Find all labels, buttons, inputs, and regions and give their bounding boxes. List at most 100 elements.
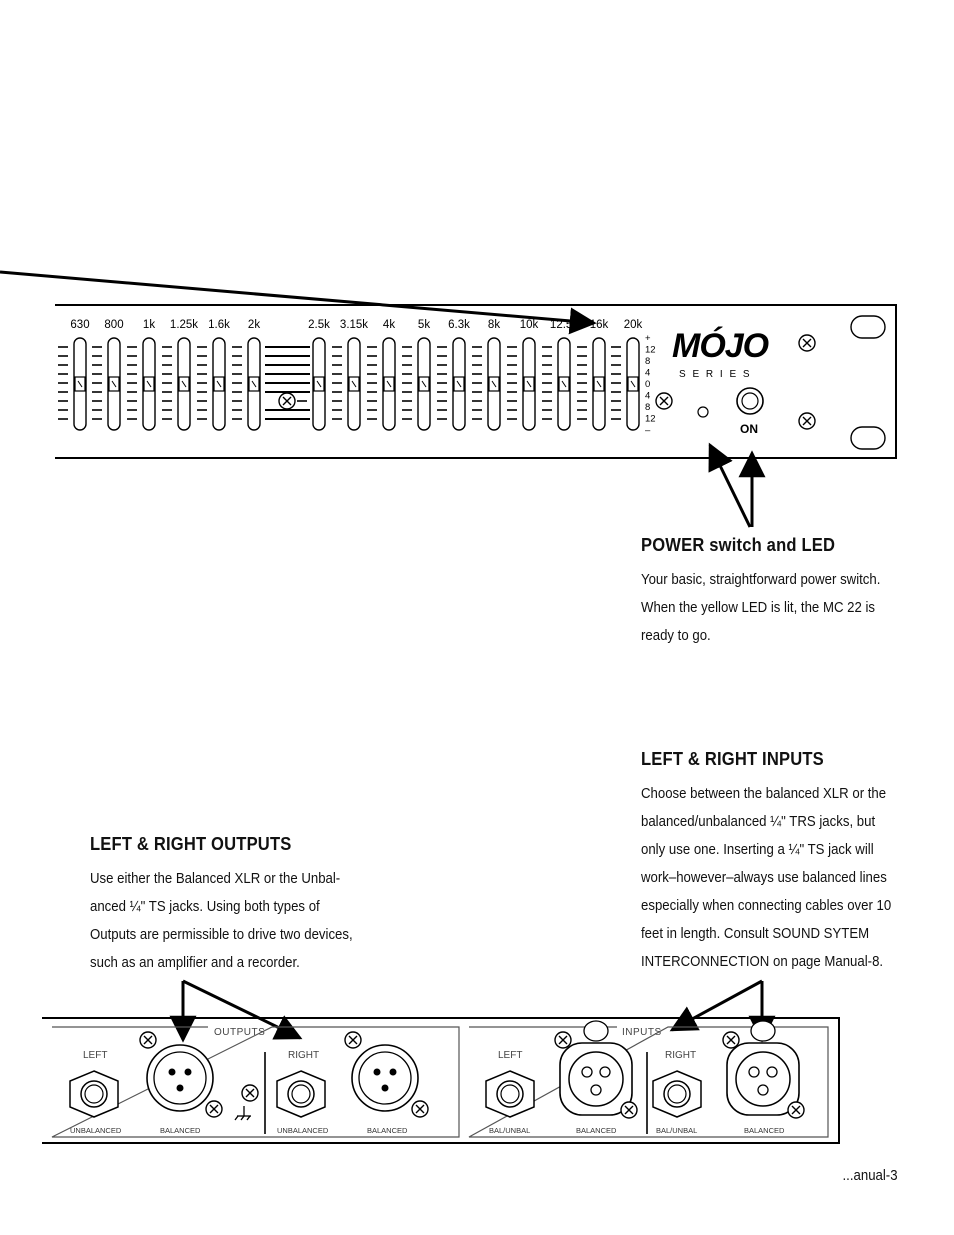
out-right-label: RIGHT: [288, 1050, 319, 1061]
outputs-line: Outputs are permissible to drive two dev…: [90, 926, 353, 943]
out-right-unbal-label: UNBALANCED: [277, 1126, 329, 1135]
xlr-in-left[interactable]: [559, 1020, 633, 1116]
power-title: POWER switch and LED: [641, 535, 836, 555]
inputs-line: balanced/unbalanced ¼" TRS jacks, but: [641, 813, 876, 830]
freq-label: 4k: [383, 319, 395, 331]
screw-icon: [620, 1101, 638, 1119]
xlr-out-right[interactable]: [351, 1044, 419, 1112]
inputs-title: LEFT & RIGHT INPUTS: [641, 749, 824, 769]
eq-slider[interactable]: [437, 337, 466, 431]
ground-screw-icon: [241, 1084, 259, 1102]
outputs-line: Use either the Balanced XLR or the Unbal…: [90, 870, 341, 887]
jack-in-left[interactable]: [485, 1070, 535, 1118]
screw-icon: [139, 1031, 157, 1049]
outputs-arrow-right: [182, 979, 303, 1040]
db-scale-label: 0: [645, 379, 650, 390]
eq-slider[interactable]: [577, 337, 606, 431]
screw-icon: [722, 1031, 740, 1049]
screw-icon: [798, 412, 816, 430]
freq-label: 1.25k: [170, 319, 198, 331]
eq-slider[interactable]: [402, 337, 431, 431]
outputs-body: Use either the Balanced XLR or the Unbal…: [90, 865, 353, 977]
ground-icon: [234, 1106, 251, 1121]
freq-label: 10k: [520, 319, 539, 331]
power-body: Your basic, straightforward power switch…: [641, 566, 880, 650]
eq-slider[interactable]: [92, 337, 121, 431]
eq-slider[interactable]: [332, 337, 361, 431]
outputs-line: such as an amplifier and a recorder.: [90, 954, 300, 971]
freq-label: 1k: [143, 319, 155, 331]
power-led: [697, 406, 709, 418]
in-left-bal-label: BALANCED: [576, 1126, 617, 1135]
screw-icon: [554, 1031, 572, 1049]
rack-ear-bottom: [850, 426, 886, 450]
inputs-line: only use one. Inserting a ¼" TS jack wil…: [641, 841, 874, 858]
jack-out-right[interactable]: [276, 1070, 326, 1118]
inputs-line: INTERCONNECTION on page Manual-8.: [641, 953, 884, 970]
out-left-unbal-label: UNBALANCED: [70, 1126, 122, 1135]
freq-label: 2k: [248, 319, 260, 331]
outputs-title: LEFT & RIGHT OUTPUTS: [90, 834, 292, 854]
in-right-balunbal-label: BAL/UNBAL: [656, 1126, 697, 1135]
freq-label: 5k: [418, 319, 430, 331]
inputs-line: feet in length. Consult SOUND SYTEM: [641, 925, 870, 942]
inputs-line: especially when connecting cables over 1…: [641, 897, 892, 914]
inputs-line: work–however–always use balanced lines: [641, 869, 887, 886]
screw-icon: [344, 1031, 362, 1049]
screw-icon: [787, 1101, 805, 1119]
rear-panel: OUTPUTS INPUTS LEFT RIGHT LEFT RIGHT UNB…: [42, 1017, 840, 1144]
screw-icon: [655, 392, 673, 410]
power-arrow-led: [708, 442, 752, 528]
slider-bank: [58, 337, 640, 431]
out-left-label: LEFT: [83, 1050, 107, 1061]
power-line: ready to go.: [641, 627, 711, 644]
freq-label: 20k: [624, 319, 643, 331]
center-divider: [265, 346, 310, 420]
xlr-out-left[interactable]: [146, 1044, 214, 1112]
db-scale-label: 4: [645, 368, 650, 379]
freq-label: 3.15k: [340, 319, 368, 331]
inputs-line: Choose between the balanced XLR or the: [641, 785, 887, 802]
mojo-logo: MÓJO: [672, 327, 769, 365]
db-scale-label: –: [645, 425, 651, 436]
in-left-balunbal-label: BAL/UNBAL: [489, 1126, 530, 1135]
eq-slider[interactable]: [507, 337, 536, 431]
eq-slider[interactable]: [197, 337, 226, 431]
page-footer: ...anual-3: [842, 1167, 898, 1184]
power-switch[interactable]: [736, 387, 764, 415]
jack-in-right[interactable]: [652, 1070, 702, 1118]
xlr-in-right[interactable]: [726, 1020, 800, 1116]
db-scale-label: 12: [645, 345, 656, 356]
freq-label: 630: [70, 319, 89, 331]
eq-slider[interactable]: [127, 337, 156, 431]
eq-slider[interactable]: [58, 337, 87, 431]
outputs-line: anced ¼" TS jacks. Using both types of: [90, 898, 320, 915]
eq-slider[interactable]: [232, 337, 261, 431]
eq-slider[interactable]: [611, 337, 640, 431]
freq-label: 8k: [488, 319, 500, 331]
freq-label: 800: [104, 319, 123, 331]
inputs-panel-label: INPUTS: [622, 1027, 662, 1038]
eq-slider[interactable]: [472, 337, 501, 431]
in-left-label: LEFT: [498, 1050, 522, 1061]
in-right-label: RIGHT: [665, 1050, 696, 1061]
eq-slider[interactable]: [542, 337, 571, 431]
eq-slider[interactable]: [162, 337, 191, 431]
callout-arrow: [0, 270, 597, 335]
mojo-series-label: S E R I E S: [679, 369, 752, 380]
out-right-bal-label: BALANCED: [367, 1126, 408, 1135]
eq-slider[interactable]: [367, 337, 396, 431]
rack-ear-top: [850, 315, 886, 339]
db-scale-label: 8: [645, 356, 650, 367]
power-line: When the yellow LED is lit, the MC 22 is: [641, 599, 876, 616]
db-scale-label: 4: [645, 391, 650, 402]
jack-out-left[interactable]: [69, 1070, 119, 1118]
on-label: ON: [740, 422, 758, 436]
screw-icon: [205, 1100, 223, 1118]
db-scale-label: 8: [645, 402, 650, 413]
freq-label: 2.5k: [308, 319, 330, 331]
